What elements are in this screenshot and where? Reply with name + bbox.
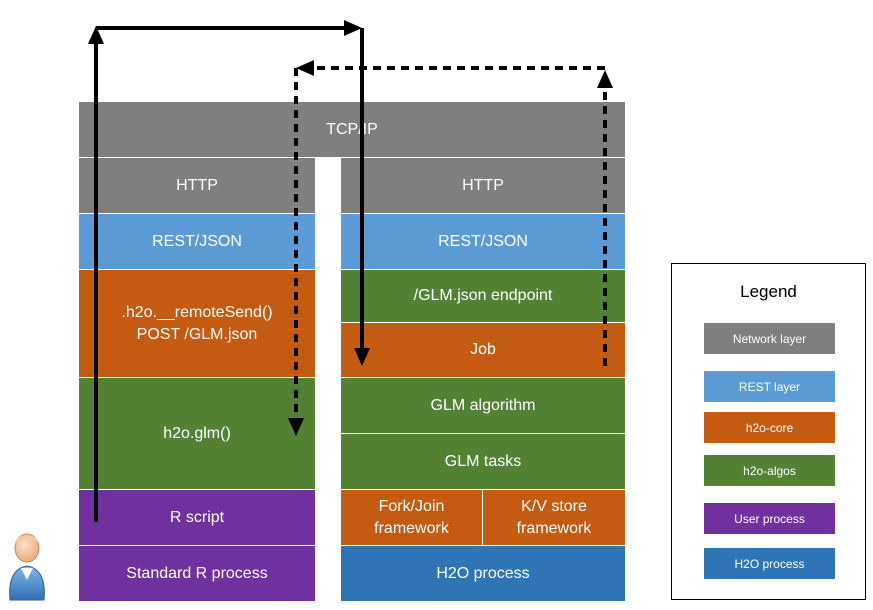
user-icon [9, 533, 45, 601]
legend-rest-layer: REST layer [704, 371, 835, 402]
client-process-label: Standard R process [126, 564, 268, 582]
legend-h2o-process: H2O process [704, 548, 835, 579]
kv-store-block: K/V store framework [482, 489, 626, 546]
request-arrowhead-right [344, 20, 362, 36]
server-http-label: HTTP [462, 176, 504, 194]
remote-send-line1: .h2o.__remoteSend() [121, 303, 273, 321]
glm-call-label: h2o.glm() [163, 424, 231, 442]
remote-send-line2: POST /GLM.json [136, 325, 258, 343]
client-http-label: HTTP [176, 176, 218, 194]
response-arrowhead-left [296, 60, 314, 76]
fork-join-line1: Fork/Join [378, 497, 445, 515]
response-arrowhead-down [288, 418, 304, 436]
client-r-script-block: R script [78, 489, 316, 546]
server-glm-tasks-block: GLM tasks [340, 433, 626, 490]
tcp-ip-layer: TCP/IP [78, 101, 626, 158]
request-arrowhead-down [354, 348, 370, 366]
client-glm-call-block: h2o.glm() [78, 377, 316, 490]
client-process-block: Standard R process [78, 545, 316, 602]
r-script-label: R script [169, 508, 225, 526]
glm-algorithm-label: GLM algorithm [430, 396, 536, 414]
server-http-layer: HTTP [340, 157, 626, 214]
tcp-ip-label: TCP/IP [326, 120, 378, 138]
server-process-block: H2O process [340, 545, 626, 602]
server-process-label: H2O process [436, 564, 530, 582]
server-glm-algorithm-block: GLM algorithm [340, 377, 626, 434]
kv-store-line1: K/V store [521, 497, 587, 515]
glm-tasks-label: GLM tasks [444, 452, 522, 470]
kv-store-line2: framework [516, 519, 592, 537]
server-job-block: Job [340, 322, 626, 378]
legend-title: Legend [740, 282, 797, 301]
endpoint-label: /GLM.json endpoint [413, 287, 553, 304]
server-rest-label: REST/JSON [438, 232, 528, 250]
request-arrowhead-up [88, 26, 104, 44]
server-endpoint-block: /GLM.json endpoint [340, 269, 626, 323]
legend-h2o-algos: h2o-algos [704, 455, 835, 486]
legend-box: Legend Network layer REST layer h2o-core… [671, 263, 866, 600]
fork-join-line2: framework [374, 519, 449, 537]
response-arrowhead-up [597, 70, 613, 88]
legend-h2o-core: h2o-core [704, 412, 835, 443]
job-label: Job [470, 341, 496, 358]
legend-network-layer: Network layer [704, 323, 835, 354]
client-rest-layer: REST/JSON [78, 213, 316, 270]
client-rest-label: REST/JSON [152, 232, 242, 250]
legend-user-process: User process [704, 503, 835, 534]
